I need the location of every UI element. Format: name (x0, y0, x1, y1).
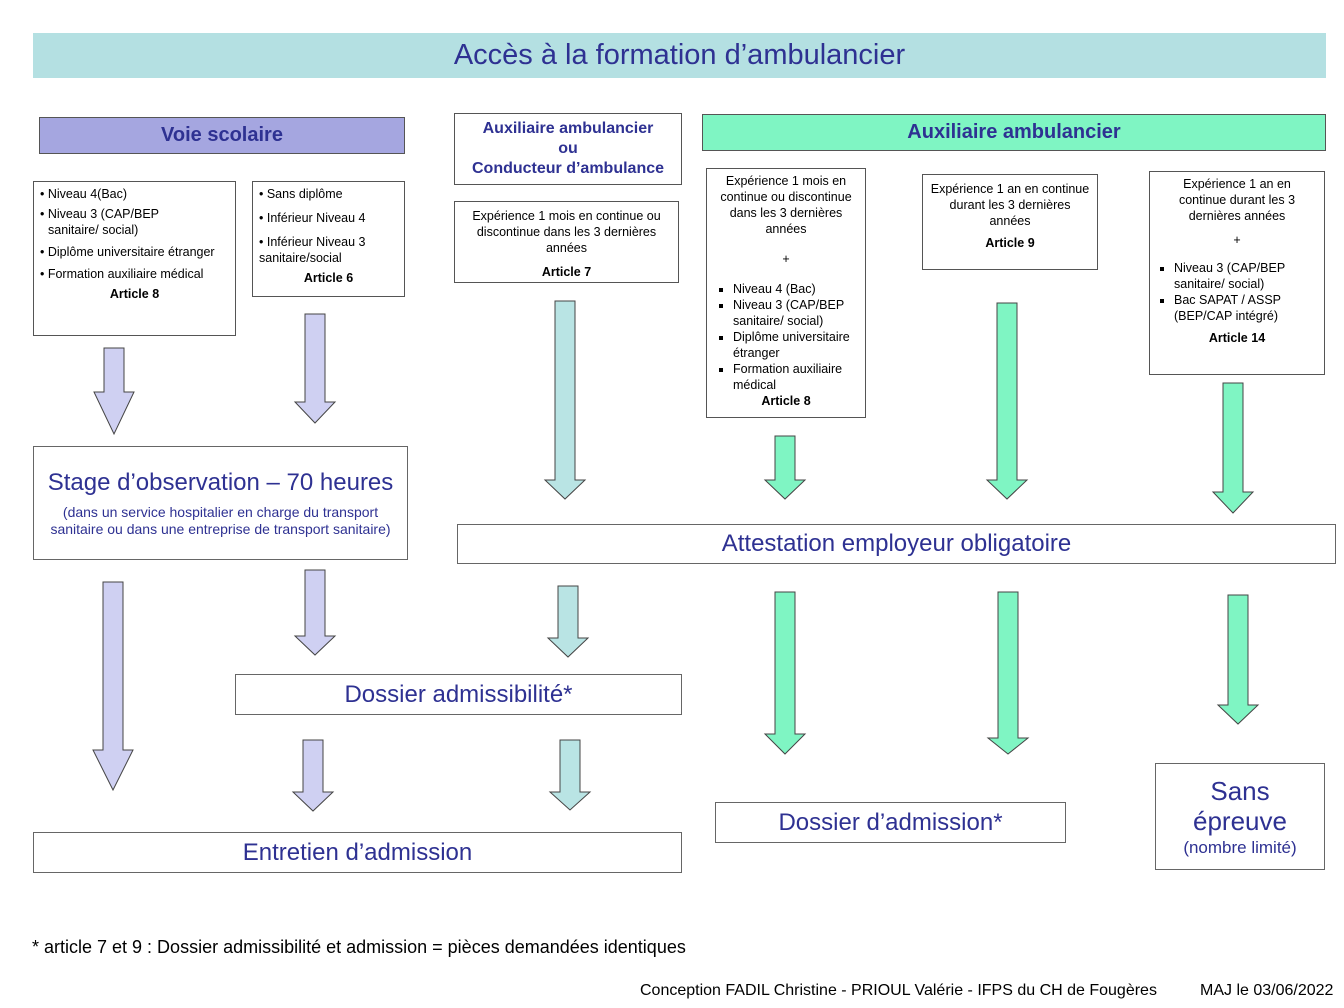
arrow-down (93, 347, 135, 436)
dossier-admissibilite-box: Dossier admissibilité* (235, 674, 682, 715)
list-item: • Niveau 4(Bac) (40, 187, 128, 201)
experience-text: Expérience 1 mois en continue ou discont… (472, 209, 661, 255)
list-item: • Diplôme universitaire étranger (40, 245, 215, 259)
box-article-7: Expérience 1 mois en continue ou discont… (454, 201, 679, 283)
header-auxiliaire-ambulancier: Auxiliaire ambulancier (702, 114, 1326, 151)
arrow-down (763, 435, 807, 500)
list-item: Niveau 4 (Bac) (733, 281, 859, 297)
article-label: Article 14 (1208, 331, 1266, 345)
article-label: Article 8 (109, 287, 160, 301)
arrow-down (543, 300, 587, 500)
experience-text: Expérience 1 an en continue durant les 3… (930, 182, 1090, 228)
update-date: MAJ le 03/06/2022 (1200, 982, 1334, 999)
plus-sign: + (782, 252, 790, 266)
list-item: Niveau 3 (CAP/BEP sanitaire/ social) (733, 297, 859, 329)
requirements-list: Niveau 4 (Bac) Niveau 3 (CAP/BEP sanitai… (713, 281, 859, 393)
experience-text: Expérience 1 an en continue durant les 3… (1178, 177, 1296, 223)
sans-epreuve-note: (nombre limité) (1183, 837, 1297, 857)
attestation-employeur-box: Attestation employeur obligatoire (457, 524, 1336, 564)
article-label: Article 9 (985, 236, 1035, 250)
article-label: Article 7 (541, 265, 592, 279)
arrow-down (1211, 382, 1255, 514)
sans-epreuve-box: Sans épreuve (nombre limité) (1155, 763, 1325, 870)
header-auxiliaire-ou-conducteur: Auxiliaire ambulancier ou Conducteur d’a… (454, 113, 682, 185)
stage-title: Stage d’observation – 70 heures (47, 469, 394, 496)
list-item: sanitaire/ social) (48, 223, 139, 237)
box-article-9: Expérience 1 an en continue durant les 3… (922, 174, 1098, 270)
credits: Conception FADIL Christine - PRIOUL Valé… (640, 982, 1157, 999)
list-item: • Sans diplôme (259, 187, 343, 201)
arrow-down (291, 739, 335, 812)
stage-subtitle: (dans un service hospitalier en charge d… (50, 504, 391, 537)
header-line-3: Conducteur d’ambulance (471, 160, 665, 177)
list-item: Niveau 3 (CAP/BEP sanitaire/ social) (1174, 260, 1316, 292)
stage-observation-box: Stage d’observation – 70 heures (dans un… (33, 446, 408, 560)
list-item: • Formation auxiliaire médical (40, 267, 204, 281)
arrow-down (548, 739, 592, 811)
box-article-6: • Sans diplôme • Inférieur Niveau 4 • In… (252, 181, 405, 297)
arrow-down (986, 591, 1030, 755)
footnote: * article 7 et 9 : Dossier admissibilité… (32, 937, 686, 957)
box-article-8-auxiliaire: Expérience 1 mois en continue ou discont… (706, 168, 866, 418)
list-item: • Niveau 3 (CAP/BEP (40, 207, 160, 221)
requirements-list: Niveau 3 (CAP/BEP sanitaire/ social) Bac… (1158, 260, 1316, 324)
header-line-1: Auxiliaire ambulancier (482, 120, 654, 137)
list-item: Formation auxiliaire médical (733, 361, 859, 393)
article-label: Article 6 (303, 271, 354, 285)
sans-epreuve-title: Sans épreuve (1193, 775, 1287, 836)
article-label: Article 8 (761, 394, 811, 408)
arrow-down (293, 313, 337, 424)
plus-sign: + (1233, 233, 1241, 247)
list-item: Diplôme universitaire étranger (733, 329, 859, 361)
page-title: Accès à la formation d’ambulancier (33, 33, 1326, 78)
experience-text: Expérience 1 mois en continue ou discont… (720, 174, 852, 236)
header-voie-scolaire: Voie scolaire (39, 117, 405, 154)
header-line-2: ou (558, 140, 578, 157)
box-article-8-scolaire: • Niveau 4(Bac) • Niveau 3 (CAP/BEP sani… (33, 181, 236, 336)
arrow-down (1216, 594, 1260, 725)
arrow-down (92, 581, 134, 792)
box-article-14: Expérience 1 an en continue durant les 3… (1149, 171, 1325, 375)
list-item: Bac SAPAT / ASSP (BEP/CAP intégré) (1174, 292, 1316, 324)
arrow-down (546, 585, 590, 658)
arrow-down (763, 591, 807, 755)
dossier-admission-box: Dossier d’admission* (715, 802, 1066, 843)
list-item: • Inférieur Niveau 3 sanitaire/social (259, 235, 366, 265)
list-item: • Inférieur Niveau 4 (259, 211, 366, 225)
entretien-admission-box: Entretien d’admission (33, 832, 682, 873)
arrow-down (293, 569, 337, 656)
arrow-down (985, 302, 1029, 500)
